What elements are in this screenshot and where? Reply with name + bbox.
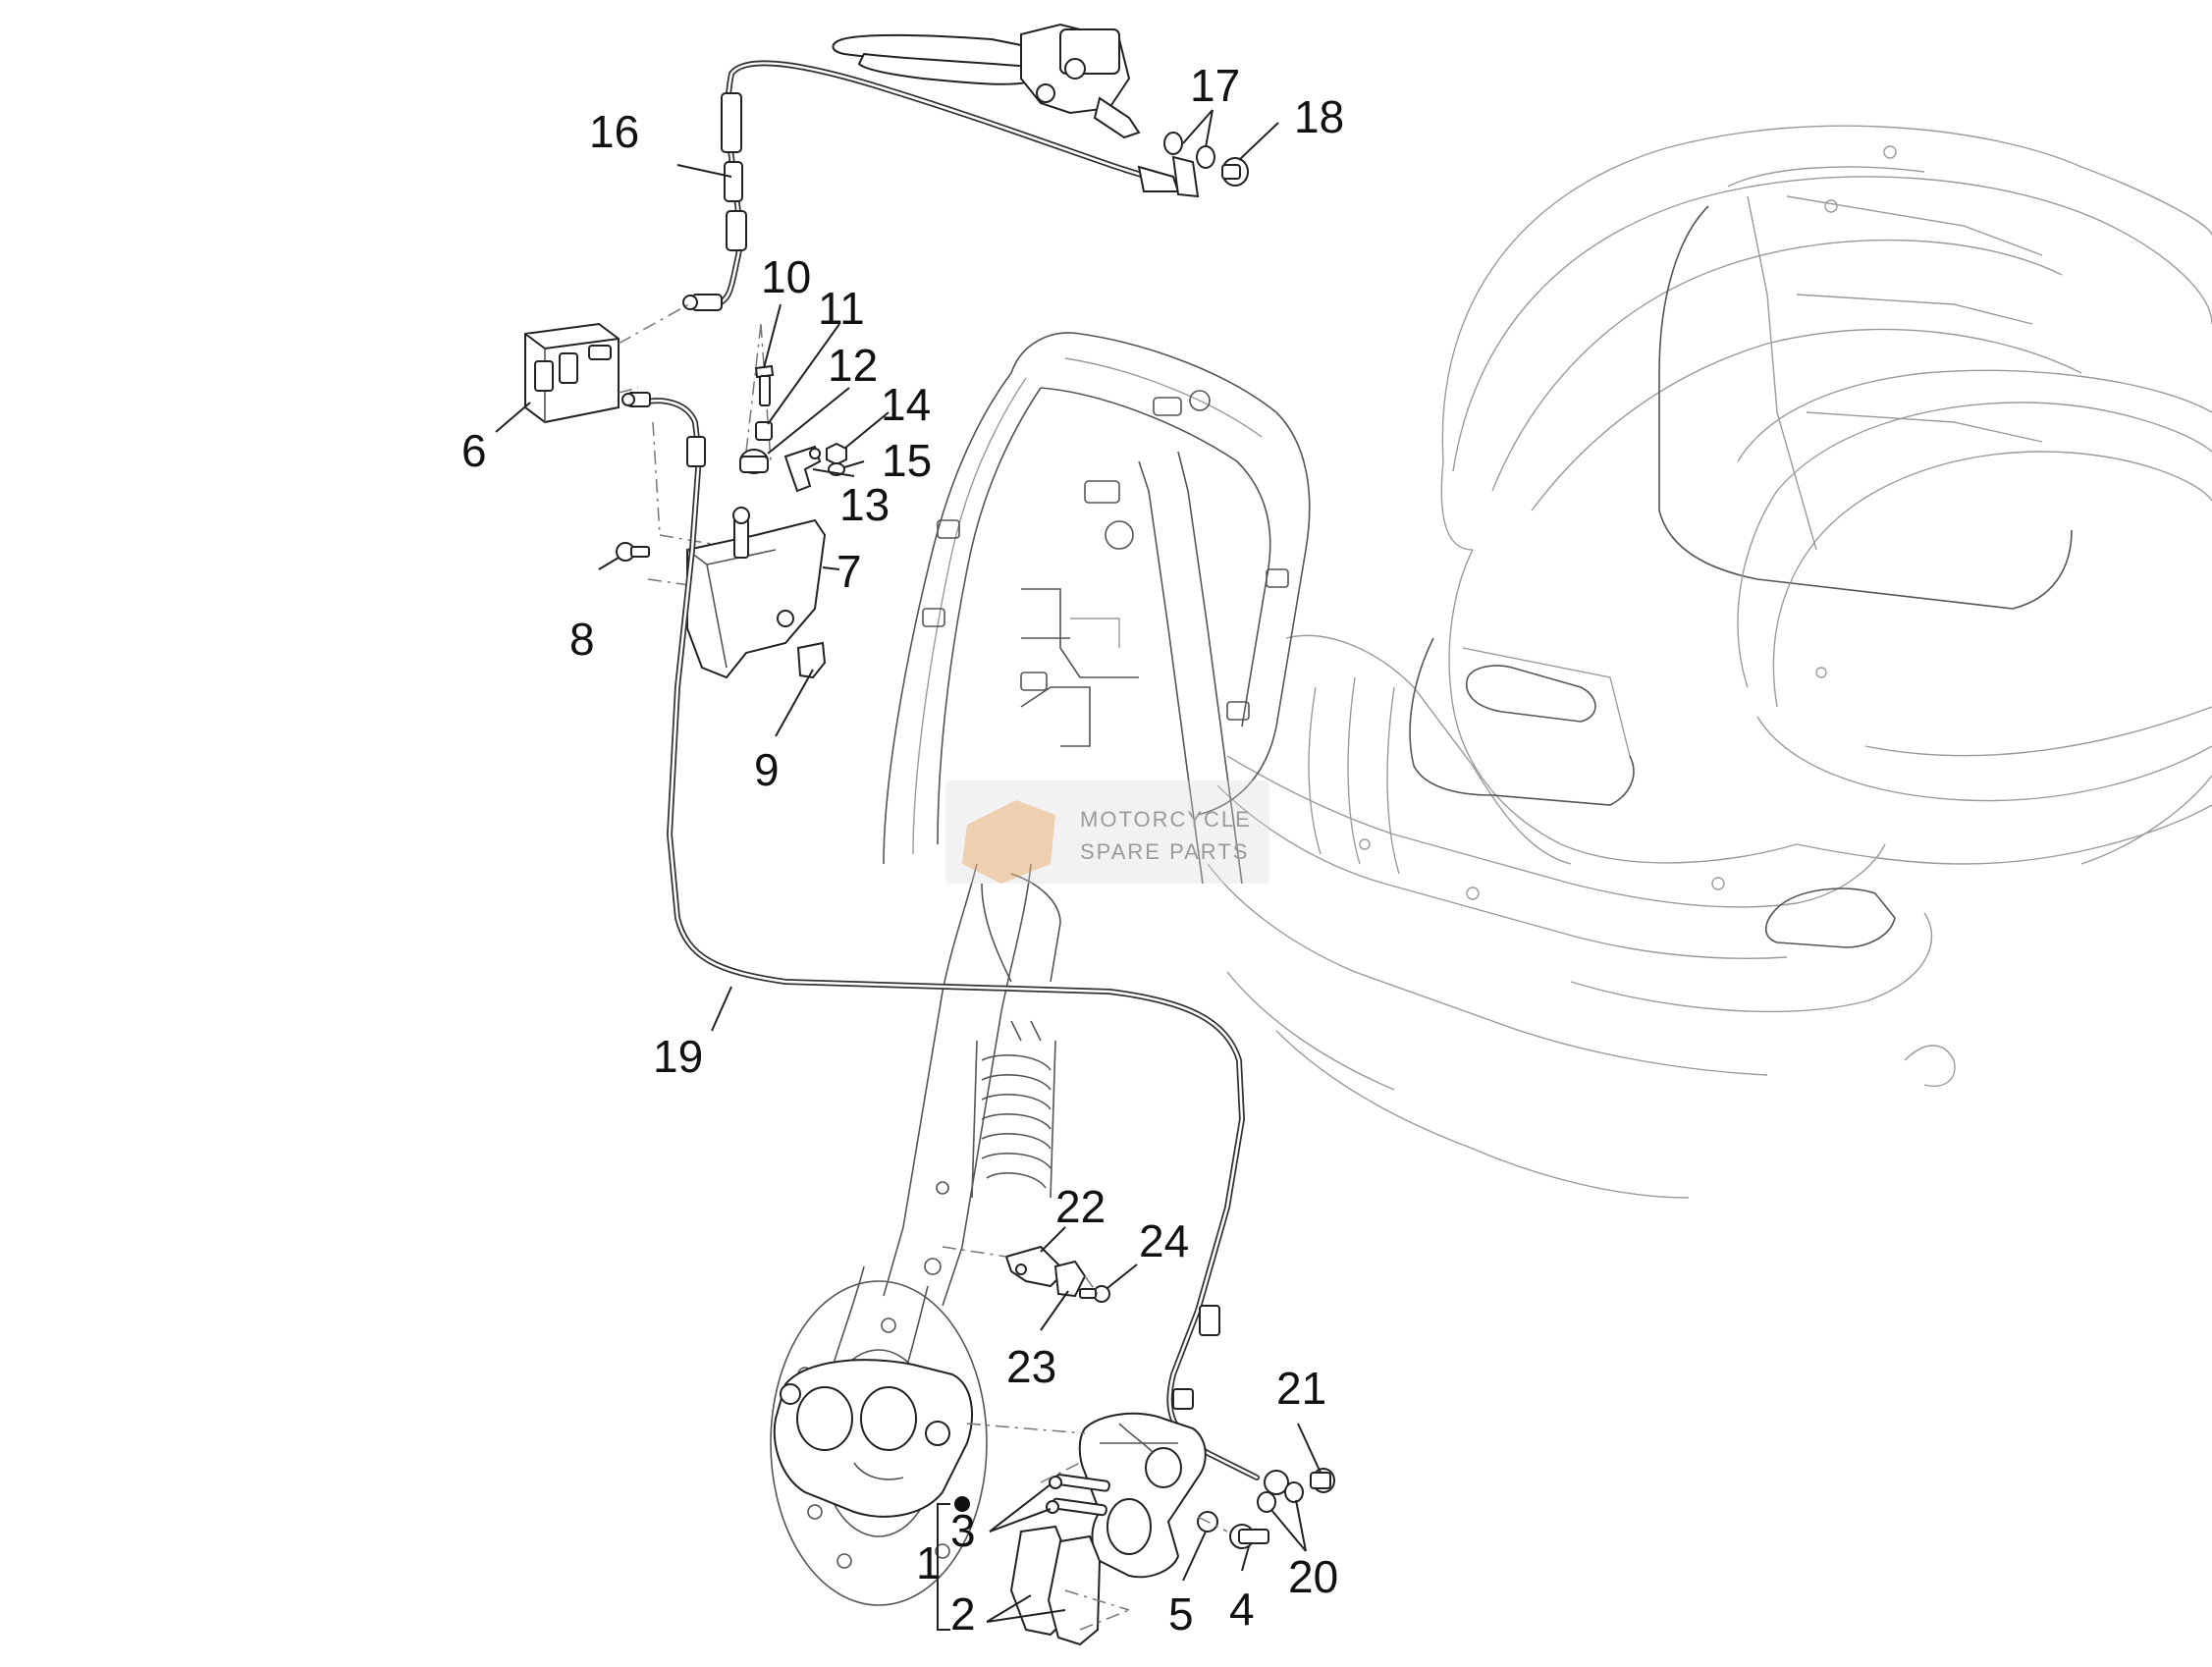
bolt-4 [1229,1524,1269,1549]
brake-pads-2 [1009,1525,1102,1646]
mcp-logo-icon [962,800,1055,884]
callout-10: 10 [761,251,811,302]
callout-13: 13 [839,479,890,530]
callout-20: 20 [1288,1551,1338,1602]
callout-12: 12 [828,340,878,391]
brake-hose-19 [621,392,1289,1495]
shock-spring [971,1040,1056,1199]
callout-14: 14 [881,379,931,430]
callouts: 1 2 3 4 5 6 7 8 9 10 11 12 13 14 15 16 1… [461,60,1344,1640]
screw-24 [1079,1285,1110,1303]
brake-lever-master-cylinder [832,23,1141,139]
grommet-12 [739,449,769,474]
brake-caliper-mounted [773,1359,973,1518]
callout-22: 22 [1055,1181,1106,1232]
callout-11: 11 [818,283,865,334]
banjo-bolt-18 [1221,157,1249,187]
pins-3 [1046,1474,1110,1517]
clip-23 [1053,1260,1087,1298]
callout-18: 18 [1294,91,1344,142]
callout-8: 8 [569,614,595,665]
brake-caliper-exploded [1078,1412,1207,1579]
hose-bracket-22 [1004,1245,1067,1288]
watermark-line1: MOTORCYCLE [1080,807,1252,832]
callout-2: 2 [950,1588,976,1640]
nut-14 [826,442,847,466]
callout-24: 24 [1139,1215,1189,1266]
watermark: MOTORCYCLE SPARE PARTS [945,780,1269,884]
callout-21: 21 [1276,1363,1326,1414]
callout-4: 4 [1229,1584,1255,1635]
bracket-13 [783,445,822,493]
assembly-dot [954,1496,970,1512]
clip-9 [796,641,827,679]
spacer-11 [755,421,773,441]
screw-8 [616,542,650,562]
callout-15: 15 [882,435,932,486]
abs-modulator-unit [524,322,620,424]
callout-7: 7 [836,546,862,597]
callout-5: 5 [1168,1588,1194,1640]
leg-shield-frame [883,332,1311,885]
washers-20 [1257,1481,1304,1513]
callout-19: 19 [653,1031,703,1082]
front-fork-suspension [824,863,1061,1395]
abs-bracket-7 [686,507,827,679]
callout-3: 3 [950,1505,976,1556]
callout-16: 16 [589,106,639,157]
callout-9: 9 [754,744,780,795]
callout-23: 23 [1006,1341,1056,1392]
callout-1: 1 [916,1537,942,1588]
callout-17: 17 [1190,60,1240,111]
scooter-body-outline [1207,125,2212,1199]
callout-6: 6 [461,425,487,476]
brake-hose-upper [682,60,1200,311]
banjo-bolt-21 [1310,1468,1335,1493]
watermark-line2: SPARE PARTS [1080,839,1249,864]
screw-10 [754,364,775,406]
leader-lines [495,109,1322,1631]
